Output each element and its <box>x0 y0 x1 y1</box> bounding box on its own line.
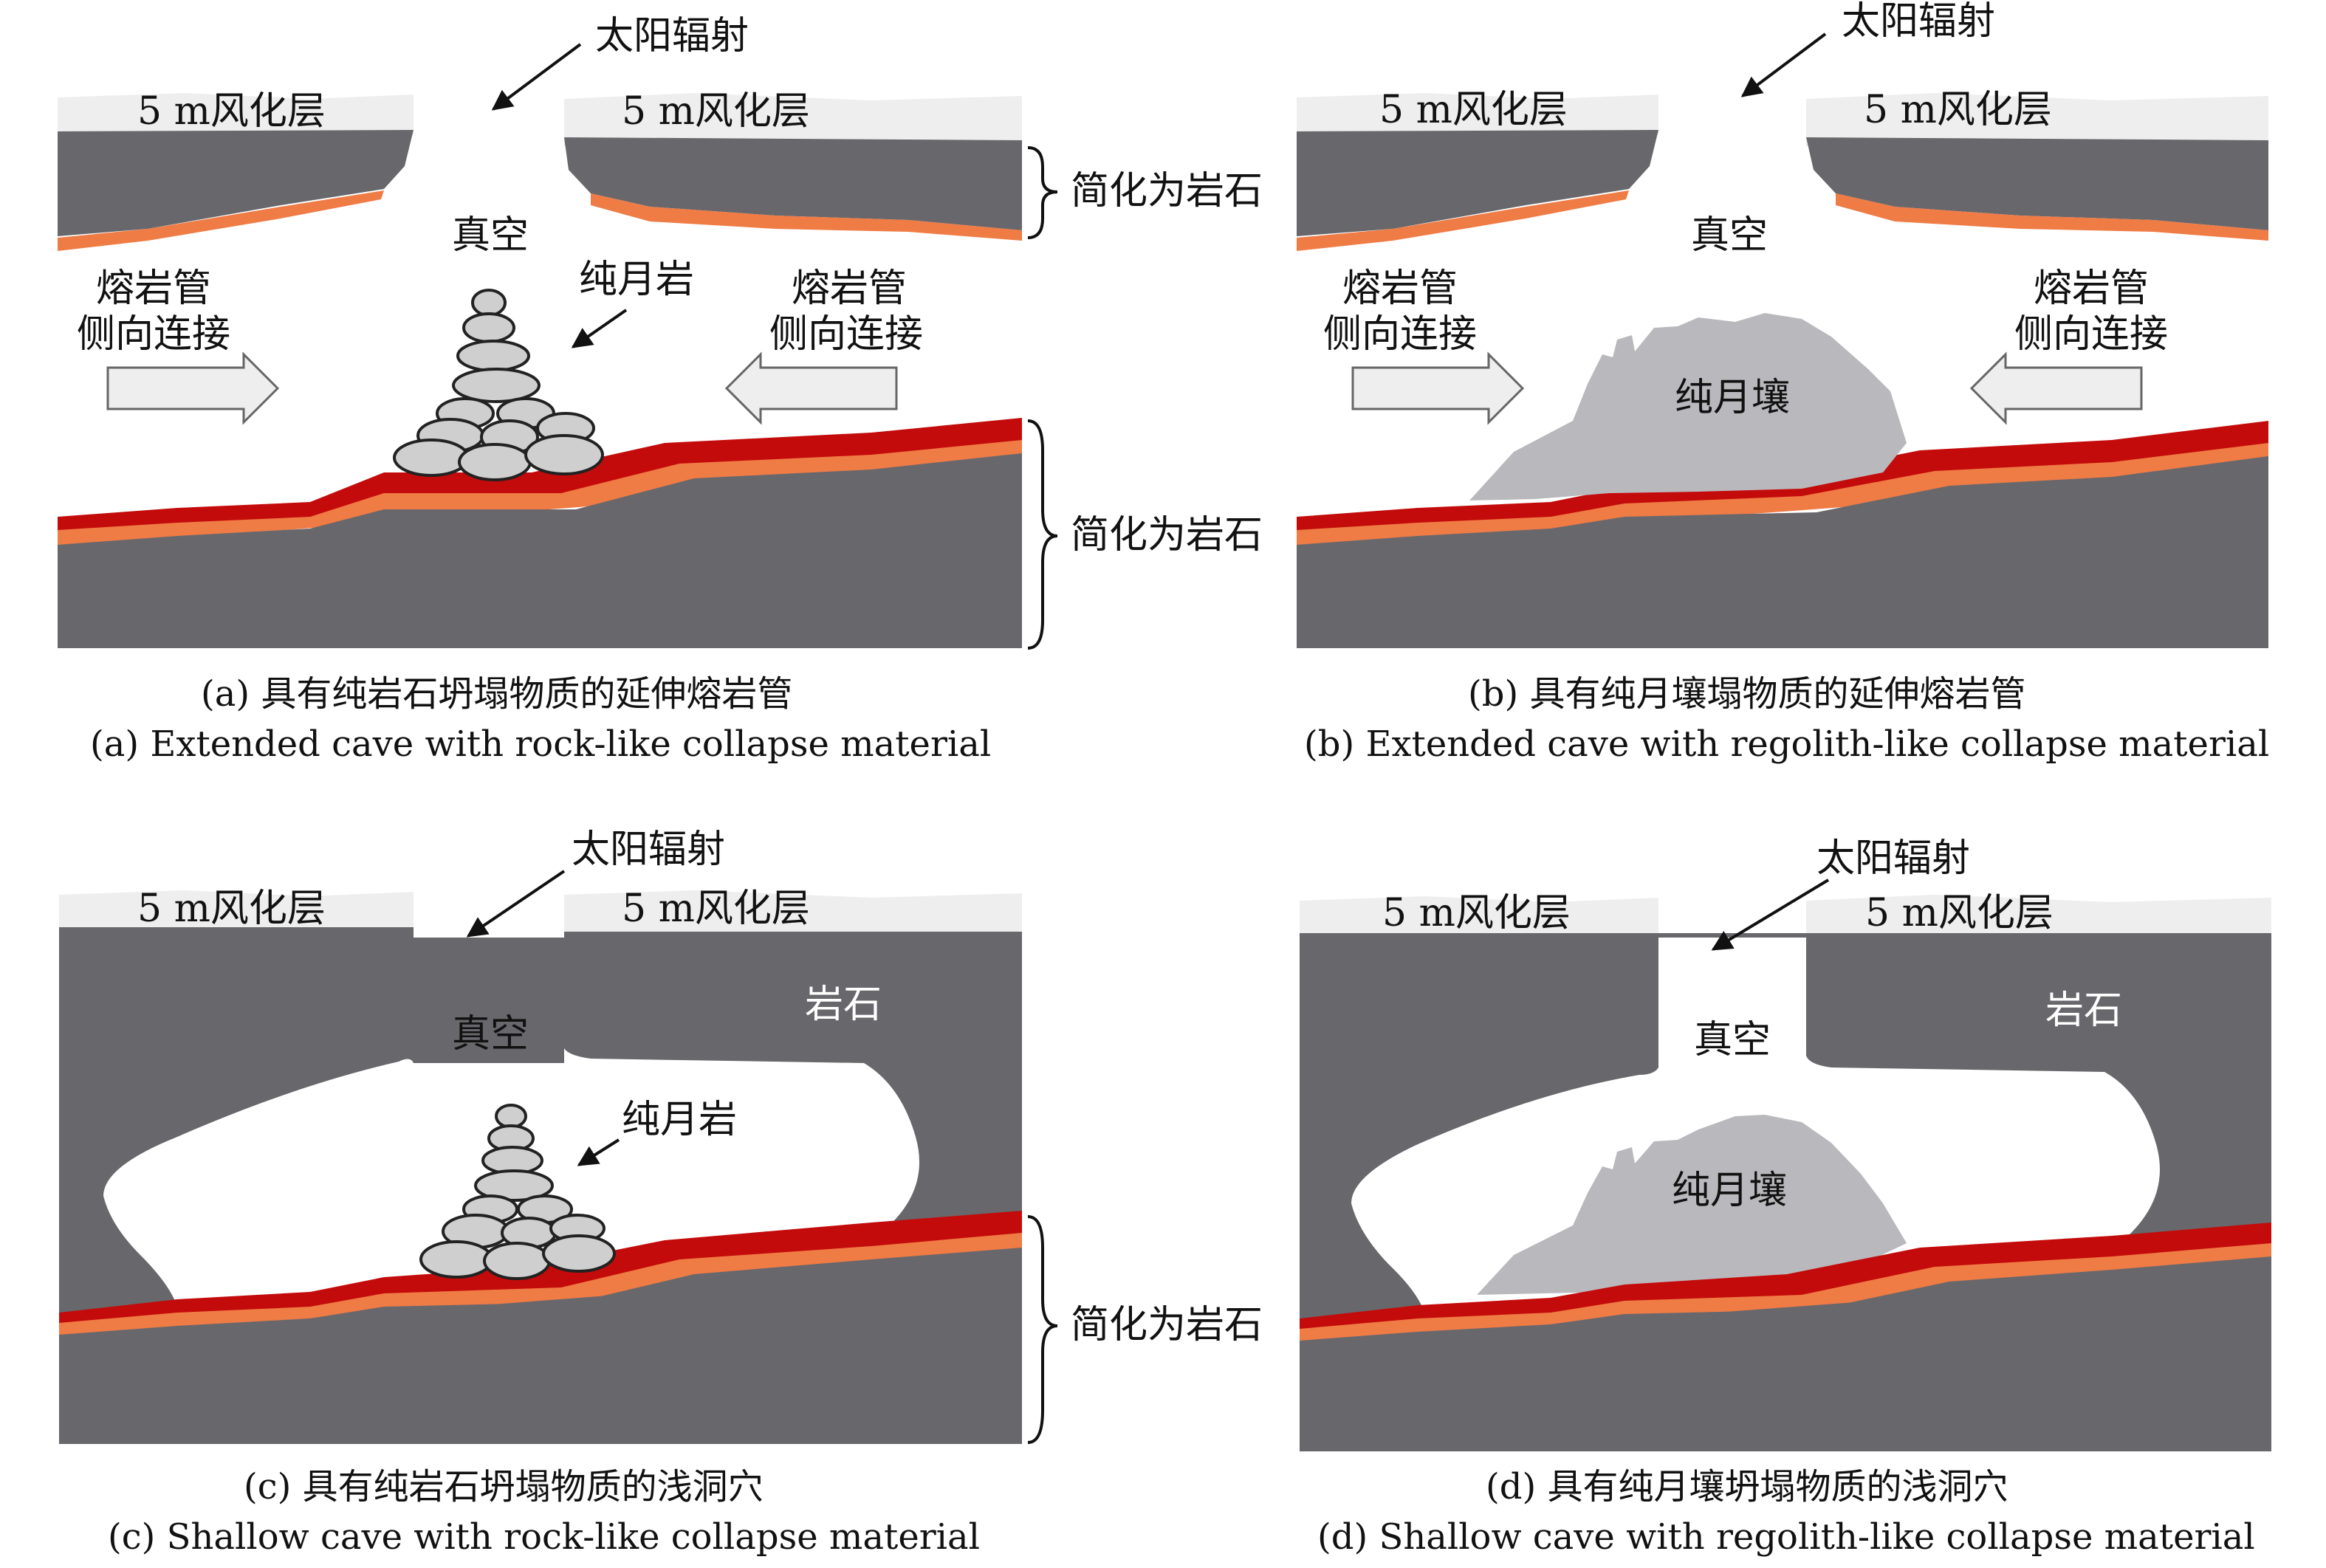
weathered-layer-left-c <box>59 890 414 932</box>
rock-slab-right-lava-b <box>1836 193 2268 241</box>
panel-c: 太阳辐射 5 m风化层 5 m风化层 岩石 真空 纯月岩 简化为岩石 (c) 具… <box>59 828 1263 1558</box>
lava-tube-label-b-left-2: 侧向连接 <box>1323 312 1477 357</box>
weathered-layer-right <box>564 93 1022 146</box>
weathered-layer-right-b <box>1806 93 2268 146</box>
solar-arrow-b <box>1740 32 1827 97</box>
rock-floor <box>58 453 1022 648</box>
rock-slab-left-lava-b <box>1297 190 1629 251</box>
weathered-label-c-right: 5 m风化层 <box>622 887 810 931</box>
lateral-arrow-right-b <box>1969 351 2143 425</box>
caption-c-cn: (c) 具有纯岩石坍塌物质的浅洞穴 <box>244 1466 764 1507</box>
panel-d: 太阳辐射 5 m风化层 5 m风化层 岩石 真空 纯月壤 (d) 具有纯月壤坍塌… <box>1300 836 2271 1558</box>
lava-tube-label-b-right-2: 侧向连接 <box>2014 312 2168 357</box>
caption-b-en: (b) Extended cave with regolith-like col… <box>1304 723 2269 765</box>
weathered-label-b-left: 5 m风化层 <box>1379 88 1568 132</box>
rock-slab-left <box>58 130 414 236</box>
floor-lava-orange-c <box>59 1233 1022 1338</box>
caption-c-en: (c) Shallow cave with rock-like collapse… <box>108 1516 980 1558</box>
brace-bottom-a <box>1027 419 1058 650</box>
boulder-pile-c <box>419 1104 616 1280</box>
solar-radiation-label-b: 太阳辐射 <box>1842 0 1995 44</box>
floor-lava-orange-b <box>1297 443 2268 548</box>
floor-lava-orange-d <box>1300 1243 2271 1344</box>
pure-moon-rock-label-c: 纯月岩 <box>622 1098 737 1142</box>
caption-a-cn: (a) 具有纯岩石坍塌物质的延伸熔岩管 <box>201 673 792 715</box>
vacuum-label-d: 真空 <box>1694 1018 1771 1062</box>
rock-slab-right-lava <box>591 193 1022 241</box>
rock-slab-left-lava <box>58 190 384 251</box>
regolith-mound-b <box>1469 313 1907 501</box>
weathered-label-a-right: 5 m风化层 <box>622 89 810 134</box>
simplified-rock-label-a-top: 简化为岩石 <box>1071 169 1263 213</box>
brace-top-a <box>1027 146 1058 239</box>
caption-d-en: (d) Shallow cave with regolith-like coll… <box>1317 1516 2255 1558</box>
moon-rock-arrow-c <box>577 1138 620 1166</box>
solar-radiation-label-c: 太阳辐射 <box>572 828 725 872</box>
floor-lava-red-d <box>1300 1223 2271 1335</box>
lava-tube-label-b-right-1: 熔岩管 <box>2034 267 2149 311</box>
lateral-arrow-left-b <box>1351 351 1525 425</box>
panel-a: 太阳辐射 5 m风化层 5 m风化层 简化为岩石 真空 纯月岩 熔岩管 侧向连接… <box>58 14 1263 765</box>
simplified-rock-label-c: 简化为岩石 <box>1071 1303 1263 1347</box>
rock-label-d: 岩石 <box>2045 988 2122 1033</box>
regolith-mound-d <box>1477 1115 1907 1295</box>
pure-regolith-label-b: 纯月壤 <box>1675 376 1790 420</box>
weathered-label-d-left: 5 m风化层 <box>1382 891 1571 935</box>
floor-lava-orange <box>58 440 1022 548</box>
vacuum-label-a: 真空 <box>452 213 529 258</box>
caption-d-cn: (d) 具有纯月壤坍塌物质的浅洞穴 <box>1486 1466 2008 1507</box>
lateral-arrow-right <box>724 351 898 425</box>
brace-bottom-c <box>1027 1215 1058 1444</box>
caption-a-en: (a) Extended cave with rock-like collaps… <box>90 723 991 765</box>
rock-slab-left-b <box>1297 130 1658 236</box>
solar-arrow-d <box>1711 878 1830 951</box>
solar-arrow-c <box>466 870 566 938</box>
weathered-layer-right-c <box>564 890 1022 933</box>
solar-radiation-label-a: 太阳辐射 <box>595 14 749 58</box>
pure-moon-rock-label-a: 纯月岩 <box>579 258 694 302</box>
vacuum-label-c: 真空 <box>452 1012 529 1056</box>
rock-slab-right-b <box>1806 137 2268 230</box>
vacuum-label-b: 真空 <box>1691 213 1768 258</box>
weathered-layer-right-d <box>1806 895 2271 938</box>
rock-slab-right <box>564 137 1022 230</box>
lava-tube-label-a-left-2: 侧向连接 <box>77 312 230 357</box>
lava-tube-label-a-left-1: 熔岩管 <box>96 267 211 311</box>
lava-tube-label-a-right-1: 熔岩管 <box>792 267 907 311</box>
weathered-label-d-right: 5 m风化层 <box>1865 891 2054 935</box>
solar-radiation-label-d: 太阳辐射 <box>1816 836 1970 881</box>
rock-floor-c <box>59 1248 1022 1444</box>
floor-lava-red <box>58 418 1022 539</box>
weathered-layer-left-d <box>1300 896 1658 938</box>
caption-b-cn: (b) 具有纯月壤塌物质的延伸熔岩管 <box>1468 673 2025 715</box>
rock-floor-d <box>1300 1256 2271 1451</box>
lateral-arrow-left <box>106 351 280 425</box>
lava-tube-label-b-left-1: 熔岩管 <box>1342 267 1458 311</box>
lava-tube-label-a-right-2: 侧向连接 <box>769 312 923 357</box>
rock-label-c: 岩石 <box>805 983 882 1027</box>
moon-rock-arrow-a <box>571 309 628 348</box>
weathered-layer-left <box>58 93 414 134</box>
pure-regolith-label-d: 纯月壤 <box>1672 1169 1787 1213</box>
weathered-label-b-right: 5 m风化层 <box>1864 88 2052 132</box>
solar-arrow-a <box>491 43 582 111</box>
boulder-pile <box>393 289 604 481</box>
panel-b: 太阳辐射 5 m风化层 5 m风化层 真空 纯月壤 熔岩管 侧向连接 熔岩管 侧… <box>1297 0 2269 765</box>
simplified-rock-label-a-bottom: 简化为岩石 <box>1071 513 1263 557</box>
weathered-layer-left-b <box>1297 93 1658 134</box>
rock-floor-b <box>1297 456 2268 648</box>
weathered-label-a-left: 5 m风化层 <box>137 89 326 134</box>
weathered-label-c-left: 5 m风化层 <box>137 887 326 931</box>
